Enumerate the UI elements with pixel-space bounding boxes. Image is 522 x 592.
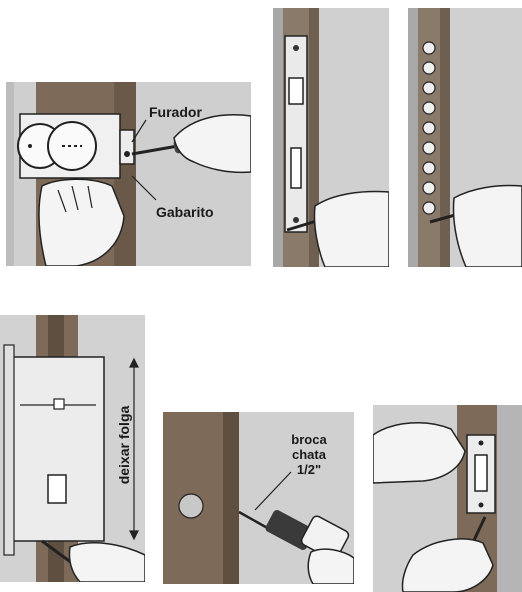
strike-plate-illustration bbox=[373, 405, 522, 592]
label-deixar-folga: deixar folga bbox=[116, 395, 132, 495]
label-gabarito: Gabarito bbox=[156, 204, 214, 220]
faceplate-outline-illustration bbox=[273, 8, 389, 267]
screw-holes-illustration bbox=[408, 8, 522, 267]
panel-template-marking: Furador Gabarito bbox=[6, 82, 251, 266]
panel-screw-holes bbox=[408, 8, 522, 267]
panel-strike-plate bbox=[373, 405, 522, 592]
strike-plate bbox=[467, 435, 495, 513]
drilled-hole bbox=[179, 494, 203, 518]
mortise-lock-body bbox=[4, 345, 104, 555]
label-furador: Furador bbox=[149, 104, 202, 120]
panel-drilling: broca chata 1/2" bbox=[163, 412, 354, 584]
template-gabarito bbox=[18, 114, 134, 178]
label-broca-chata: broca chata 1/2" bbox=[279, 432, 339, 477]
screw-hole-column bbox=[423, 42, 435, 214]
label-broca: broca bbox=[279, 432, 339, 447]
panel-faceplate-outline bbox=[273, 8, 389, 267]
label-chata: chata bbox=[279, 447, 339, 462]
panel-mortise-clearance: deixar folga bbox=[0, 315, 145, 582]
faceplate bbox=[285, 36, 307, 232]
label-bit-size: 1/2" bbox=[279, 462, 339, 477]
template-marking-illustration bbox=[6, 82, 251, 266]
